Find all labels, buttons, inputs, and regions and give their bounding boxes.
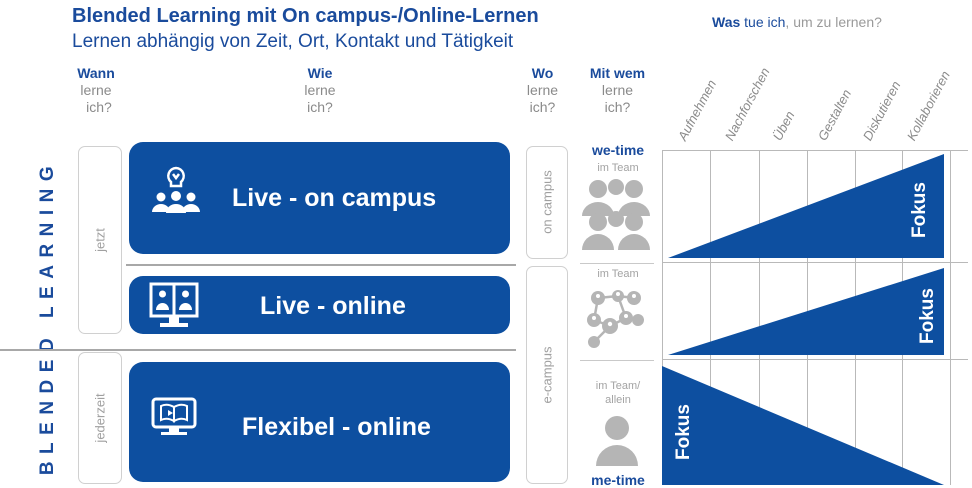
mode-live-online: Live - online [129, 276, 510, 334]
group-people-icon [582, 179, 650, 250]
header-mit-wem: Mit wem lerne ich? [580, 65, 655, 116]
we-time-label: we-time [591, 142, 645, 158]
what-header-bold: Was [712, 14, 741, 30]
header-mitwem-line1: lerne [601, 82, 634, 98]
what-header: Was tue ich, um zu lernen? [712, 14, 882, 30]
header-wann-title: Wann [77, 65, 115, 81]
focus-label-3: Fokus [673, 404, 694, 460]
header-wo-title: Wo [531, 65, 554, 81]
group-idea-icon [152, 166, 200, 213]
diagram-subtitle: Lernen abhängig von Zeit, Ort, Kontakt u… [72, 31, 514, 52]
activity-label: Diskutieren [859, 78, 904, 143]
diagram-title: Blended Learning mit On campus-/Online-L… [72, 5, 539, 27]
video-conference-icon [149, 282, 199, 327]
header-wo: Wo lerne ich? [515, 65, 570, 116]
activity-grid [662, 150, 968, 485]
where-campus-box: on campus [526, 146, 568, 259]
header-wann-line2: ich? [86, 99, 112, 115]
header-wie: Wie lerne ich? [290, 65, 350, 116]
when-now-box: jetzt [78, 146, 122, 334]
mode-flexibel: Flexibel - online [129, 362, 510, 482]
header-wo-line1: lerne [526, 82, 559, 98]
header-wo-line2: ich? [529, 99, 556, 115]
where-ecampus-box: e-campus [526, 266, 568, 484]
where-campus-label: on campus [539, 170, 555, 234]
mode-flexibel-label: Flexibel - online [242, 413, 431, 441]
header-wann-line1: lerne [80, 82, 112, 98]
header-wie-title: Wie [307, 65, 333, 81]
activity-label: Aufnehmen [674, 77, 720, 143]
elearning-screen-icon [151, 397, 197, 435]
header-mitwem-line2: ich? [604, 99, 631, 115]
team-label-2: im Team [597, 268, 639, 280]
mode-live-campus: Live - on campus [129, 142, 510, 254]
team-label-1: im Team [597, 162, 639, 174]
when-anytime-label: jederzeit [92, 393, 108, 443]
header-mitwem-title: Mit wem [589, 65, 646, 81]
network-people-icon [587, 290, 644, 348]
mode-live-online-label: Live - online [260, 292, 406, 320]
where-ecampus-label: e-campus [539, 346, 555, 404]
separator [0, 349, 516, 351]
team-label-3b: allein [605, 394, 631, 406]
header-wie-line1: lerne [304, 82, 336, 98]
single-person-icon [596, 416, 638, 466]
with-whom-divider [580, 263, 654, 264]
with-whom-divider [580, 360, 654, 361]
mode-live-campus-label: Live - on campus [232, 184, 437, 212]
header-wann: Wann lerne ich? [66, 65, 126, 116]
when-now-label: jetzt [92, 228, 108, 252]
what-header-rest: , um zu lernen? [785, 14, 882, 30]
activity-label: Gestalten [814, 86, 855, 143]
what-header-mid: tue ich [740, 14, 786, 30]
activity-label: Nachforschen [721, 65, 773, 143]
team-label-3a: im Team/ [595, 380, 641, 392]
focus-label-1: Fokus [909, 182, 930, 238]
blended-learning-label: BLENDED LEARNING [37, 158, 58, 476]
focus-label-2: Fokus [917, 288, 938, 344]
header-wie-line2: ich? [307, 99, 333, 115]
me-time-label: me-time [591, 472, 645, 488]
separator [126, 264, 516, 266]
activity-label: Kollaborieren [903, 68, 953, 143]
focus-triangles [662, 154, 944, 485]
when-anytime-box: jederzeit [78, 352, 122, 484]
activity-label: Üben [769, 108, 798, 143]
